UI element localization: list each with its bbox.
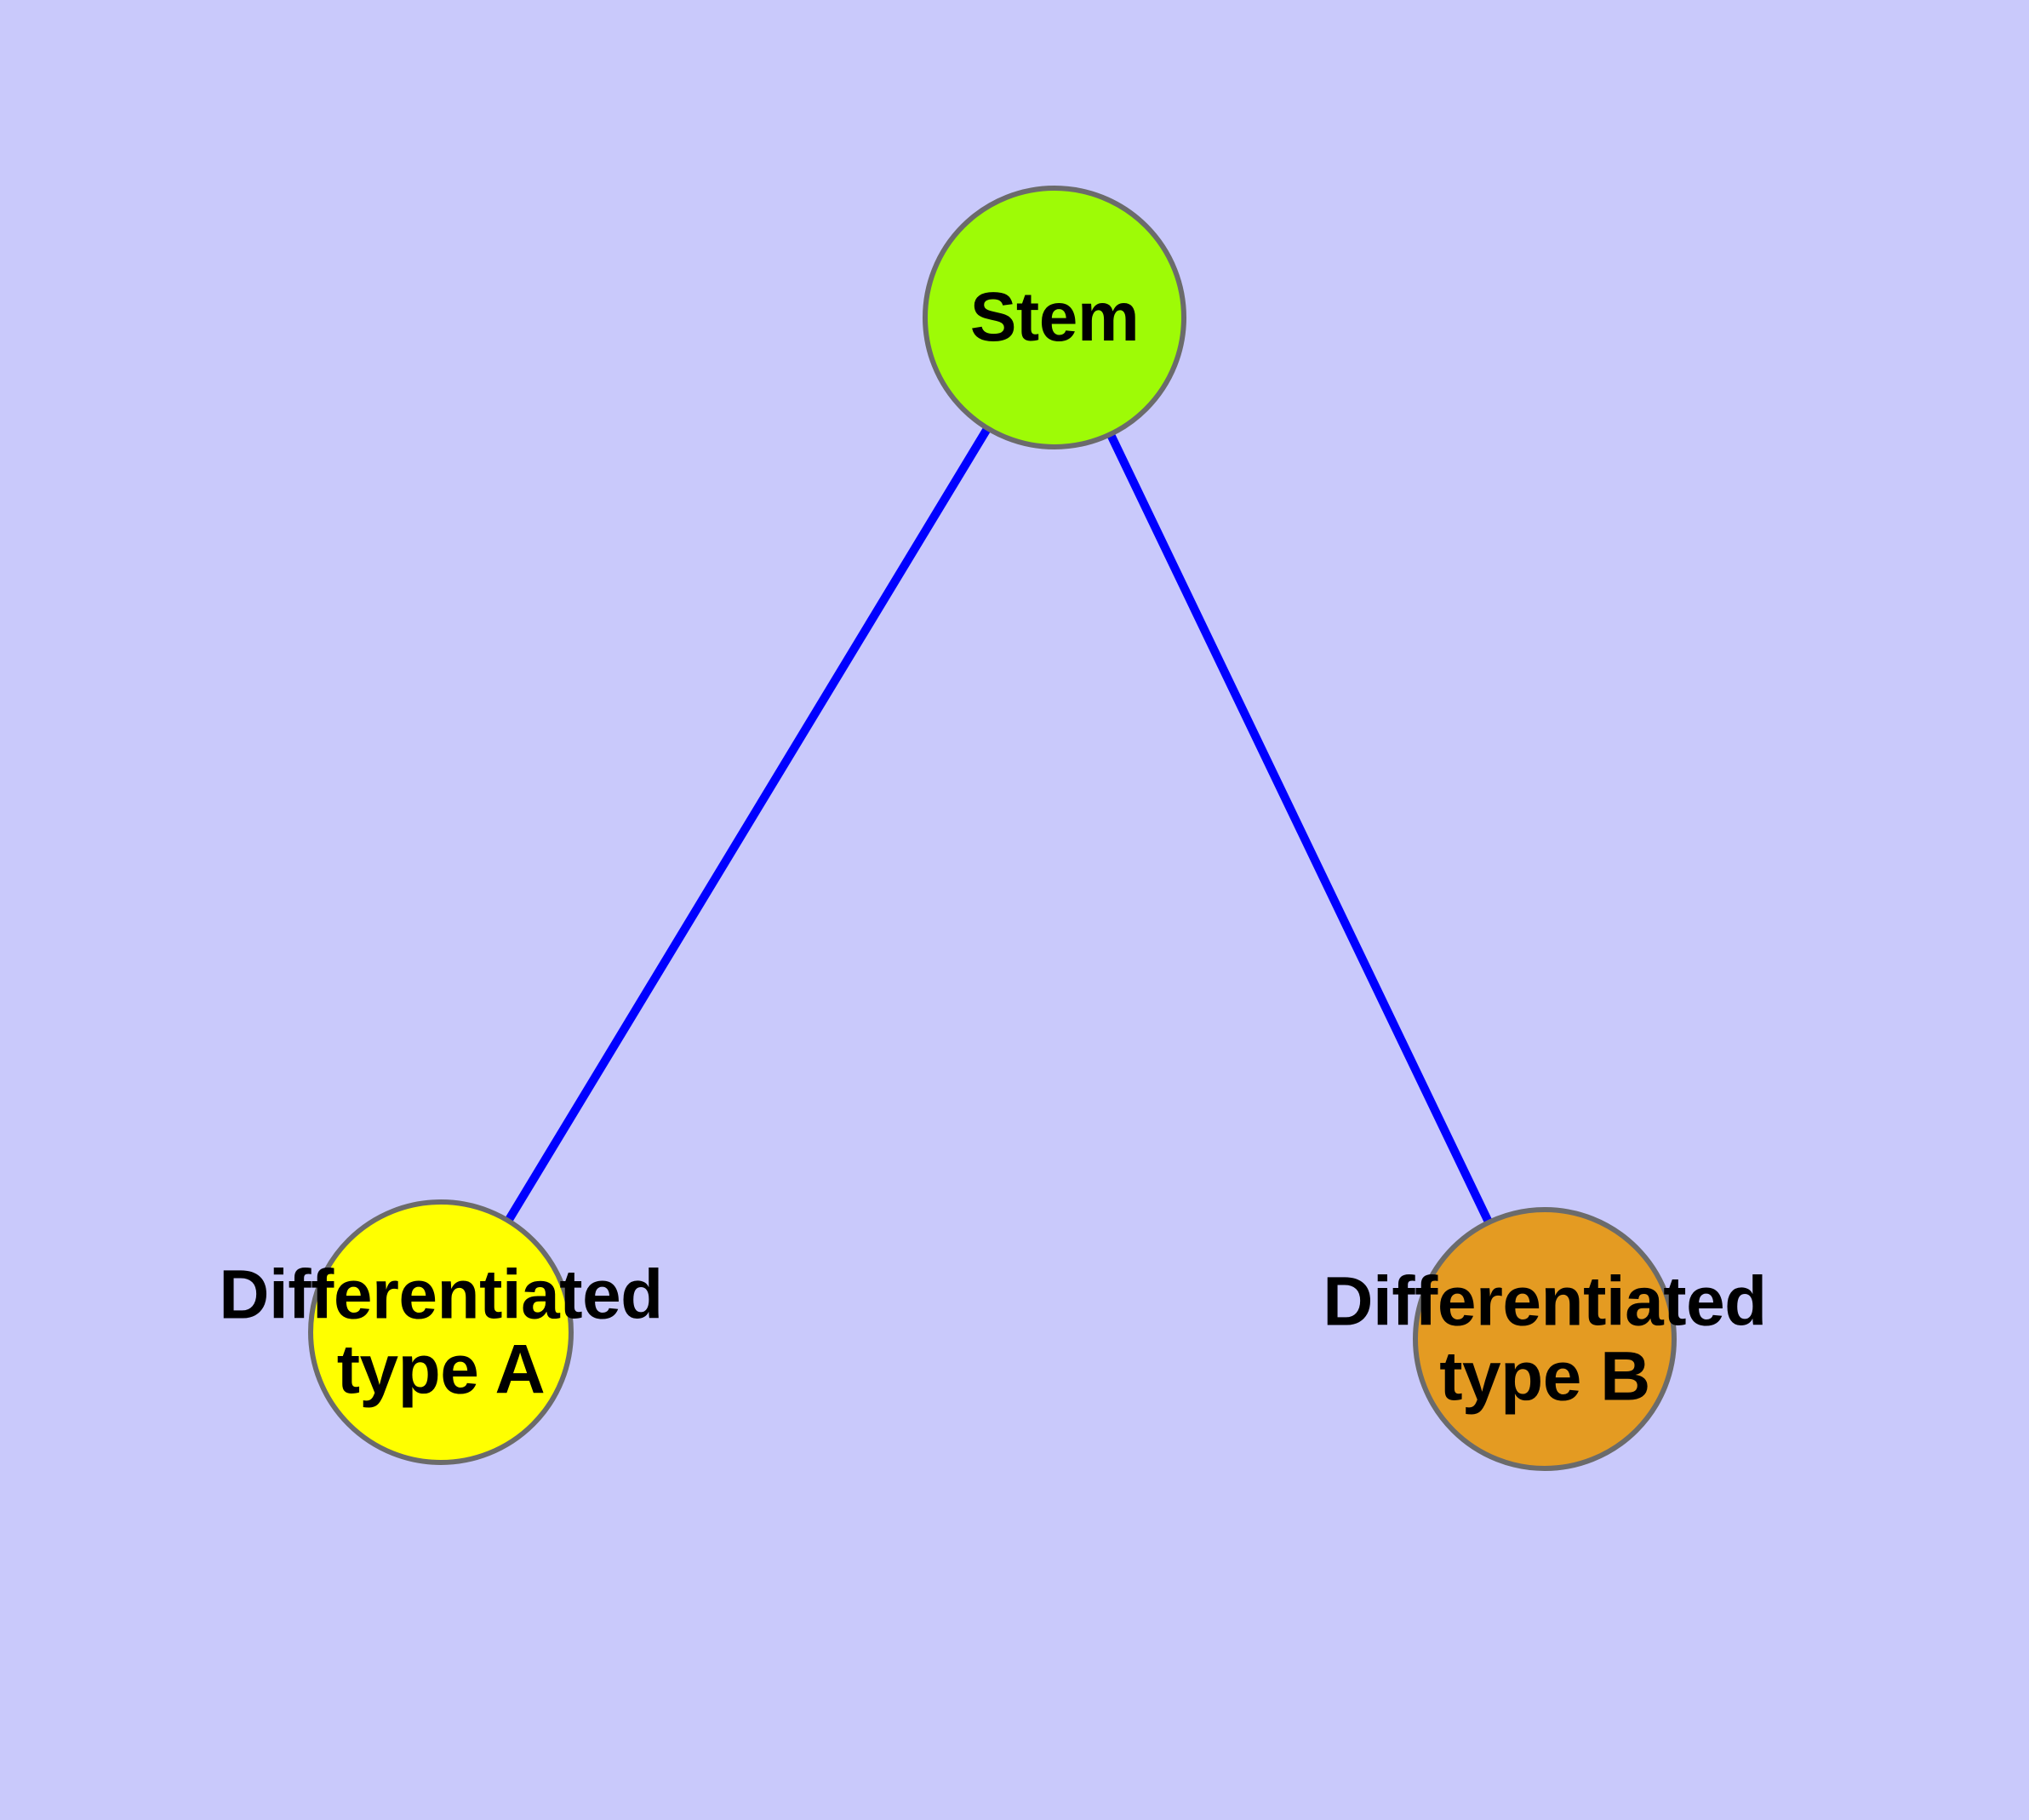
edge-stem-to-differentiated-type-a [437, 315, 1059, 1335]
edges-layer [437, 315, 1549, 1342]
node-differentiated-type-a[interactable] [308, 1199, 574, 1465]
edge-stem-to-differentiated-type-b [1050, 315, 1549, 1342]
node-differentiated-type-b[interactable] [1413, 1207, 1677, 1471]
node-stem[interactable] [923, 186, 1186, 449]
nodes-layer [308, 186, 1677, 1471]
